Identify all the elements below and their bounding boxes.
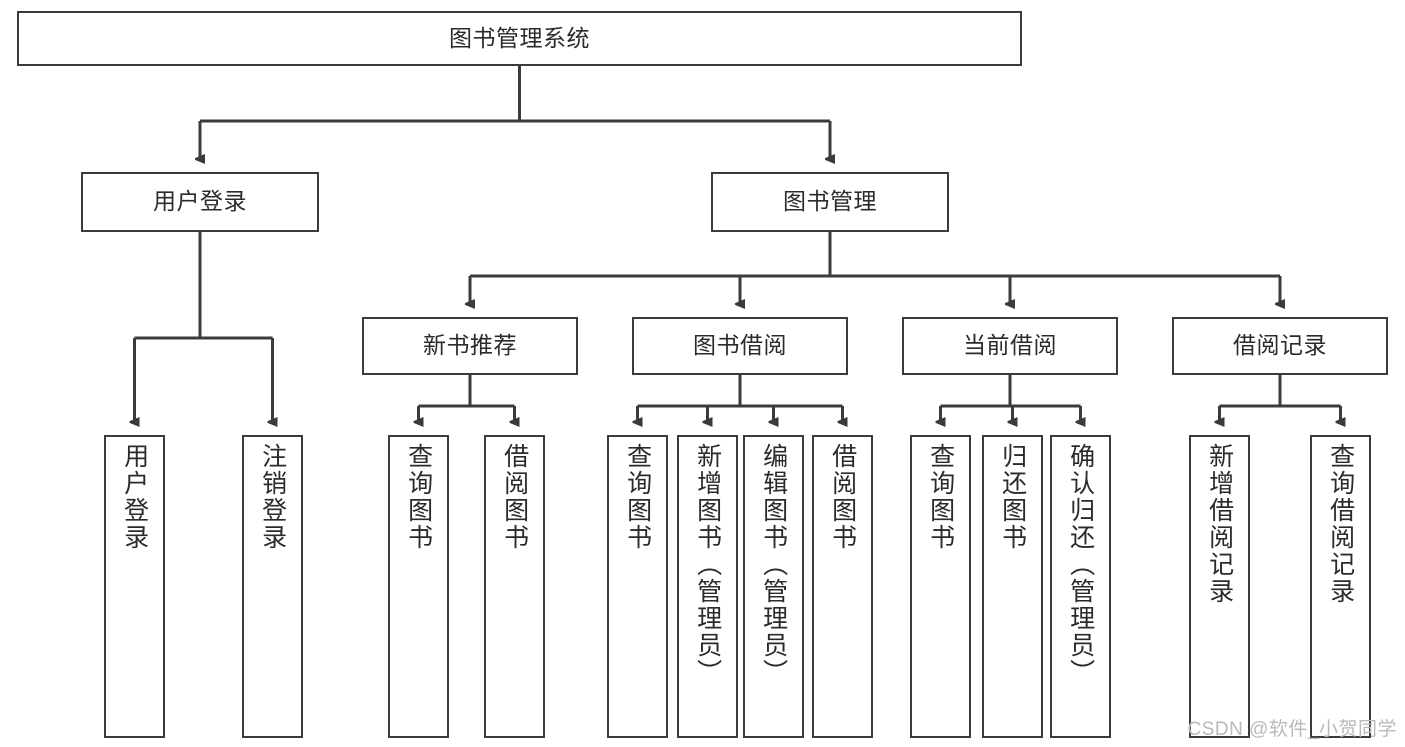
node-leaf-user-logout[interactable]: 注销登录 — [242, 435, 303, 738]
node-label: 归还图书 — [998, 443, 1027, 551]
node-book-manage[interactable]: 图书管理 — [711, 172, 949, 232]
node-label: 借阅图书 — [500, 443, 529, 551]
node-label: 新增图书（管理员） — [693, 443, 722, 686]
node-label: 图书管理 — [783, 188, 877, 215]
node-label: 注销登录 — [258, 443, 287, 551]
node-label: 借阅图书 — [828, 443, 857, 551]
node-root[interactable]: 图书管理系统 — [17, 11, 1022, 66]
node-label: 查询图书 — [404, 443, 433, 551]
node-leaf-user-login[interactable]: 用户登录 — [104, 435, 165, 738]
node-label: 查询图书 — [926, 443, 955, 551]
node-label: 图书借阅 — [693, 332, 787, 359]
node-leaf-borrow-book[interactable]: 借阅图书 — [812, 435, 873, 738]
node-label: 新增借阅记录 — [1205, 443, 1234, 605]
node-leaf-query-book-rec[interactable]: 查询图书 — [388, 435, 449, 738]
node-current-borrow[interactable]: 当前借阅 — [902, 317, 1118, 375]
node-label: 新书推荐 — [423, 332, 517, 359]
node-new-book-recommend[interactable]: 新书推荐 — [362, 317, 578, 375]
node-leaf-add-book-admin[interactable]: 新增图书（管理员） — [677, 435, 738, 738]
node-label: 确认归还（管理员） — [1066, 443, 1095, 686]
node-label: 用户登录 — [153, 188, 247, 215]
node-label: 当前借阅 — [963, 332, 1057, 359]
node-label: 借阅记录 — [1233, 332, 1327, 359]
node-leaf-confirm-return-admin[interactable]: 确认归还（管理员） — [1050, 435, 1111, 738]
node-borrow-record[interactable]: 借阅记录 — [1172, 317, 1388, 375]
node-label: 查询借阅记录 — [1326, 443, 1355, 605]
node-label: 查询图书 — [623, 443, 652, 551]
node-label: 图书管理系统 — [449, 24, 590, 51]
node-leaf-add-borrow-record[interactable]: 新增借阅记录 — [1189, 435, 1250, 738]
node-leaf-query-book-current[interactable]: 查询图书 — [910, 435, 971, 738]
node-leaf-borrow-book-rec[interactable]: 借阅图书 — [484, 435, 545, 738]
node-user-login[interactable]: 用户登录 — [81, 172, 319, 232]
node-label: 编辑图书（管理员） — [759, 443, 788, 686]
node-book-borrow[interactable]: 图书借阅 — [632, 317, 848, 375]
node-label: 用户登录 — [120, 443, 149, 551]
node-leaf-return-book[interactable]: 归还图书 — [982, 435, 1043, 738]
node-leaf-query-book-borrow[interactable]: 查询图书 — [607, 435, 668, 738]
node-leaf-query-borrow-record[interactable]: 查询借阅记录 — [1310, 435, 1371, 738]
node-leaf-edit-book-admin[interactable]: 编辑图书（管理员） — [743, 435, 804, 738]
